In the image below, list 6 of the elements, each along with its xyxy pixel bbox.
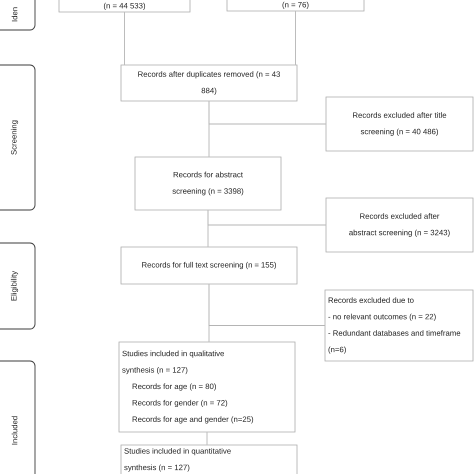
connector-line	[208, 100, 326, 124]
connector-line	[208, 210, 326, 226]
connector-line	[295, 10, 296, 66]
connector-line	[208, 284, 326, 326]
connector-line	[206, 432, 208, 446]
connector-line	[124, 12, 125, 66]
